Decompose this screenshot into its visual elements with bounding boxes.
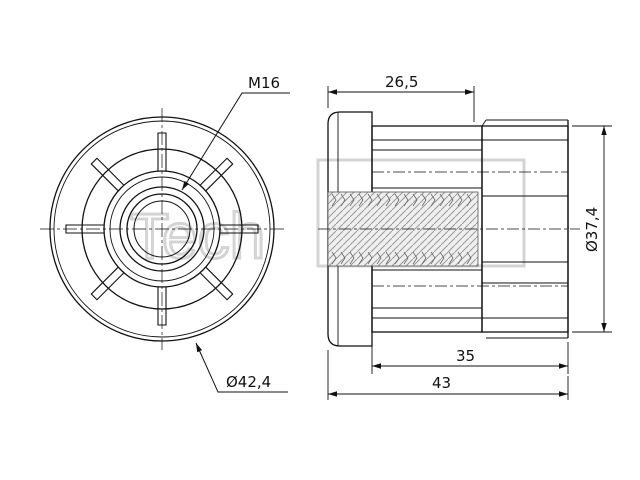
top-length-label: 26,5 — [385, 73, 418, 91]
thread-tooth — [331, 193, 337, 265]
thread-tooth — [376, 193, 382, 265]
rib — [90, 266, 125, 301]
side-diameter-label: Ø37,4 — [583, 207, 601, 252]
front-centerlines — [40, 108, 285, 350]
thread-tooth — [466, 193, 472, 265]
thread-tooth — [430, 193, 436, 265]
thread-tooth — [349, 193, 355, 265]
thread-tooth — [340, 193, 346, 265]
thread-callout: M16 — [181, 74, 290, 191]
rib-outline — [90, 157, 125, 192]
dim-total-length — [327, 350, 569, 400]
watermark-text: Tech — [130, 200, 265, 272]
total-length-label: 43 — [432, 374, 451, 392]
dim-top-length — [327, 86, 475, 122]
thread-tooth — [394, 193, 400, 265]
front-diameter-callout: Ø42,4 — [195, 342, 288, 393]
thread-leader-line — [181, 92, 290, 191]
thread-tooth — [385, 193, 391, 265]
thread-tooth — [457, 193, 463, 265]
side-view — [327, 111, 569, 347]
rib — [90, 157, 125, 192]
rib — [199, 266, 234, 301]
front-diameter-label: Ø42,4 — [226, 373, 271, 391]
thread-label: M16 — [248, 74, 280, 92]
front-diameter-leader — [195, 342, 288, 393]
side-centerlines — [318, 171, 580, 287]
head-flange — [327, 111, 373, 347]
thread-tooth — [403, 193, 409, 265]
rib-outline — [199, 157, 234, 192]
thread-teeth — [331, 193, 472, 265]
thread-tooth — [367, 193, 373, 265]
rib-outline — [199, 266, 234, 301]
thread-tooth — [439, 193, 445, 265]
thread-tooth — [358, 193, 364, 265]
dim-side-diameter — [572, 125, 612, 333]
inner-length-label: 35 — [456, 347, 475, 365]
thread-tooth — [448, 193, 454, 265]
thread-tooth — [412, 193, 418, 265]
rib — [199, 157, 234, 192]
rear-edge-top — [481, 119, 487, 127]
thread-tooth — [421, 193, 427, 265]
dim-inner-length — [371, 338, 569, 374]
rib-outline — [90, 266, 125, 301]
